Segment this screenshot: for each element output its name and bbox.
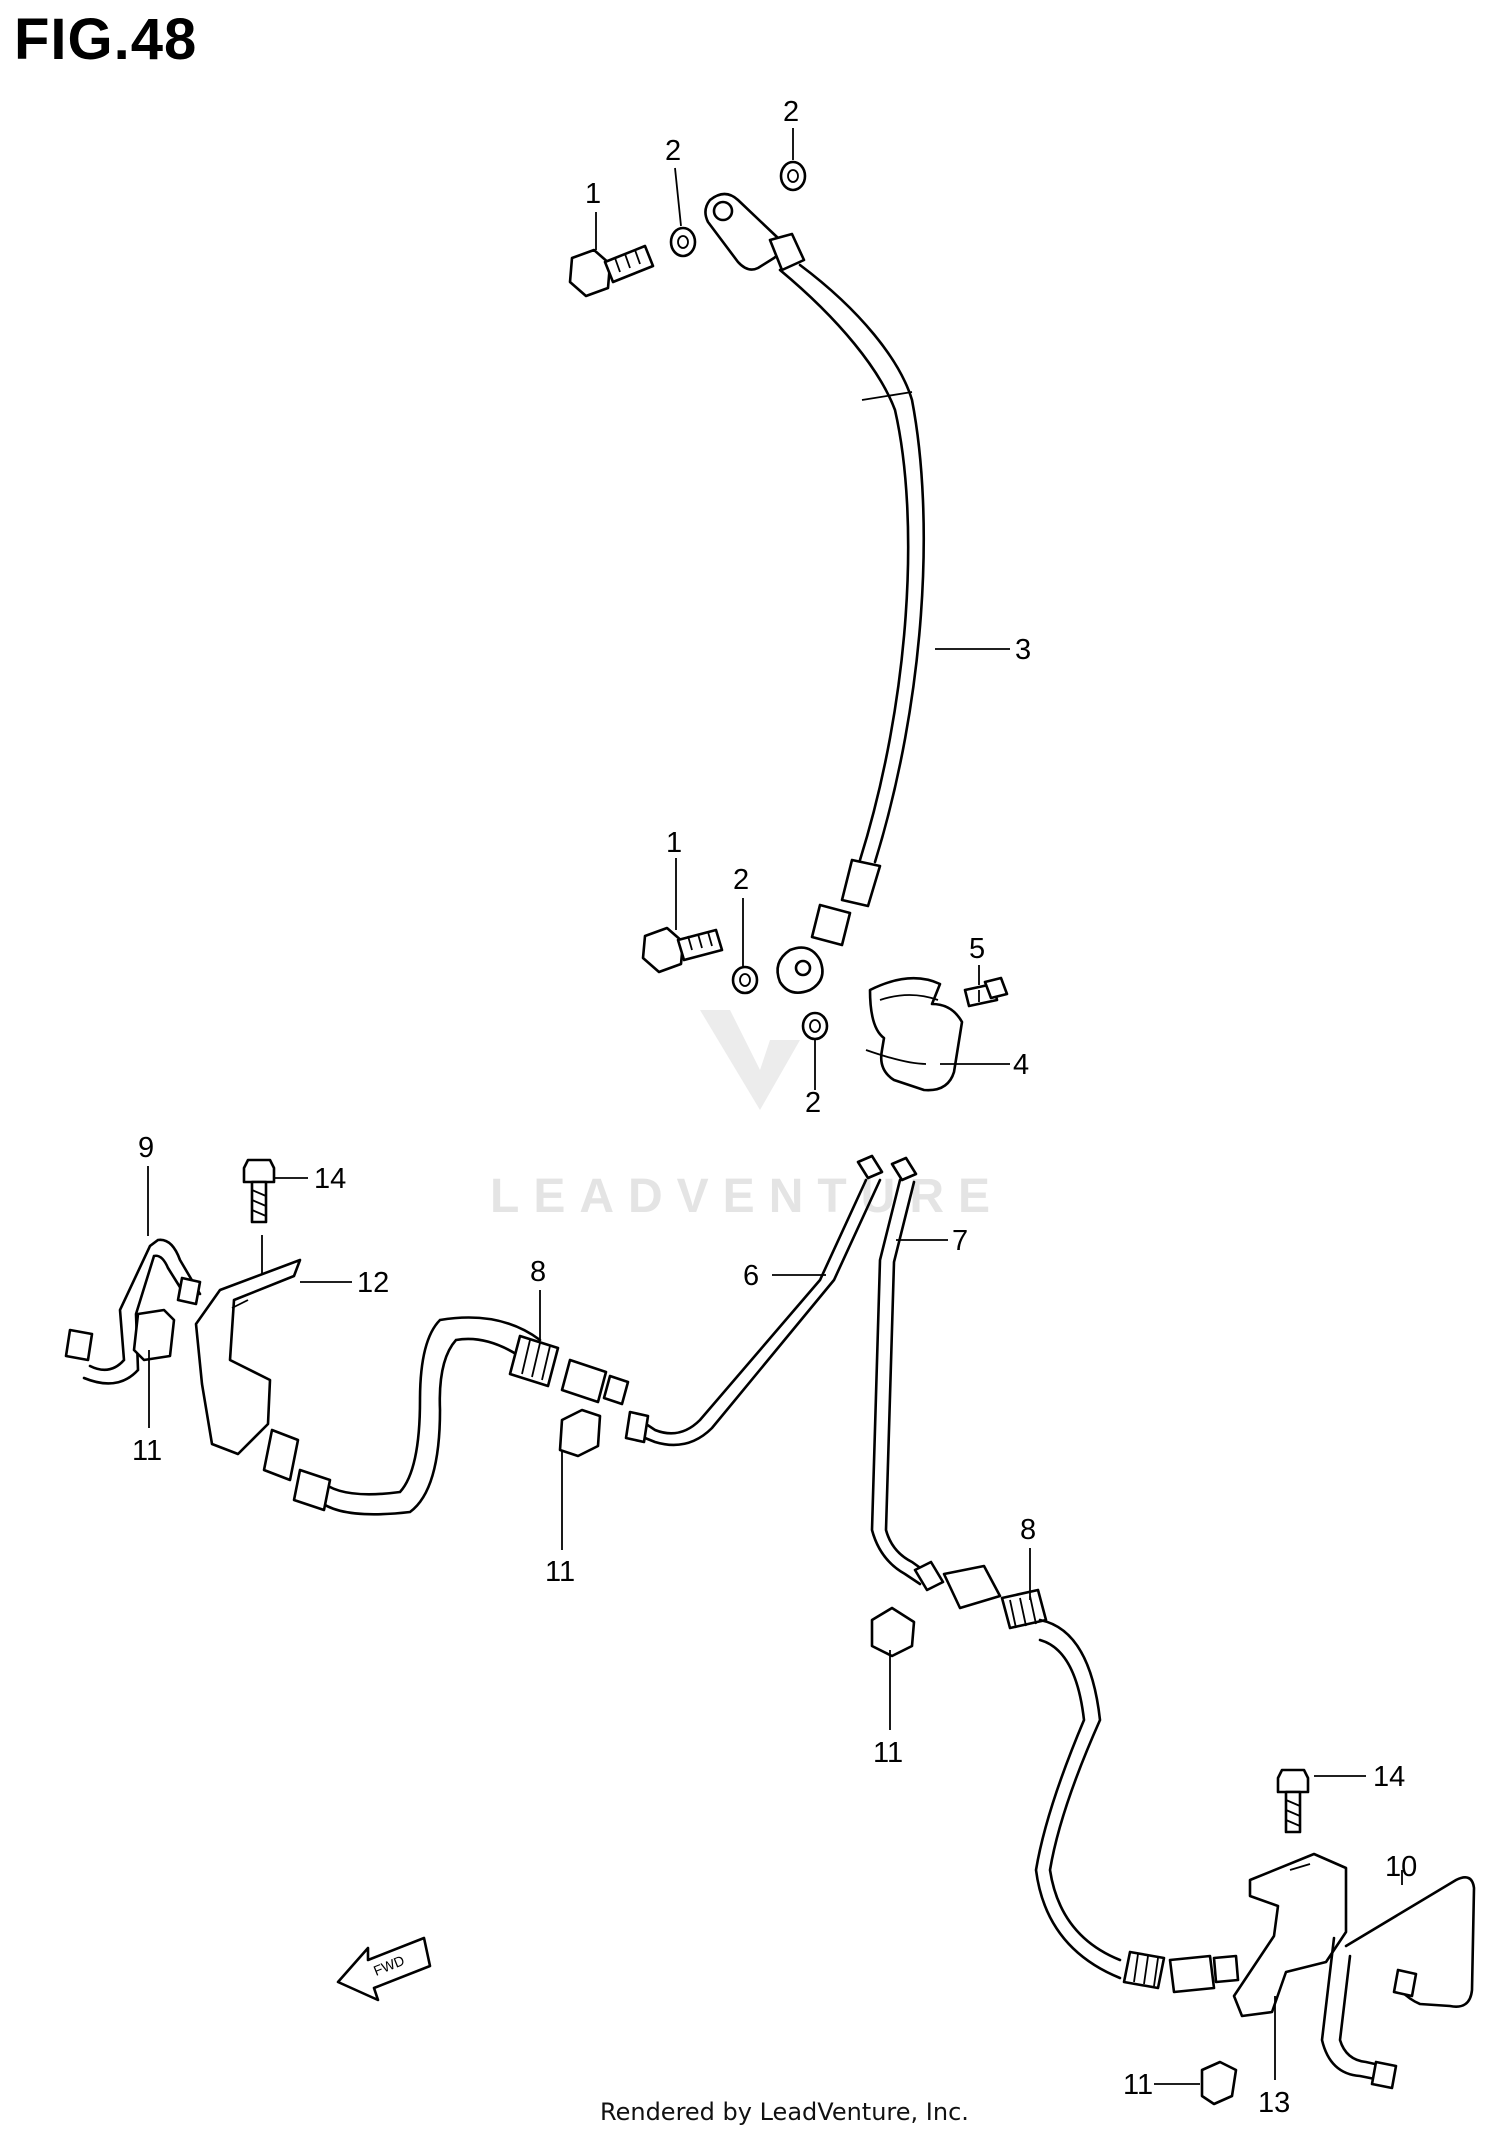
brake-pipe-10 (1320, 1876, 1476, 2090)
callout-6: 6 (743, 1260, 759, 1292)
washer-mid-1 (731, 965, 759, 995)
washer-top-1 (669, 226, 697, 258)
banjo-bolt-upper (568, 244, 655, 298)
callout-9: 9 (138, 1132, 154, 1164)
callout-2: 2 (783, 96, 799, 128)
callout-11: 11 (1123, 2069, 1153, 2101)
callout-numbers: 1 2 2 3 1 2 5 2 4 9 14 12 8 6 7 11 11 8 … (132, 96, 1417, 2119)
bolt-14-right (1276, 1768, 1310, 1834)
callout-8: 8 (1020, 1514, 1036, 1546)
brake-pipe-7 (870, 1156, 945, 1592)
callout-8: 8 (530, 1256, 546, 1288)
brake-pipe-9 (64, 1238, 202, 1385)
leader-lines (147, 128, 1403, 2085)
callout-14: 14 (314, 1163, 346, 1195)
bolt-14-left (242, 1158, 276, 1224)
callout-13: 13 (1258, 2087, 1290, 2119)
brake-hose-upper (704, 192, 926, 994)
callout-11: 11 (545, 1556, 575, 1588)
callout-5: 5 (969, 933, 985, 965)
callout-4: 4 (1013, 1049, 1029, 1081)
brake-hose-right (942, 1564, 1240, 1994)
bracket-12 (194, 1258, 302, 1456)
hose-joint-4 (865, 976, 964, 1092)
callout-3: 3 (1015, 634, 1031, 666)
callout-10: 10 (1385, 1851, 1417, 1883)
callout-2: 2 (733, 864, 749, 896)
bolt-5 (963, 976, 1009, 1008)
clip-11-center (558, 1408, 602, 1458)
render-credit: Rendered by LeadVenture, Inc. (600, 2098, 969, 2126)
callout-14: 14 (1373, 1761, 1405, 1793)
callout-1: 1 (666, 827, 682, 859)
clip-11-bottom (1200, 2060, 1238, 2106)
callout-11: 11 (132, 1435, 162, 1467)
banjo-bolt-lower (641, 926, 724, 974)
brake-pipe-6 (624, 1154, 884, 1447)
washer-top-2 (779, 160, 807, 192)
callout-2: 2 (665, 135, 681, 167)
brake-hose-left (262, 1316, 630, 1516)
forward-direction-arrow: FWD (336, 1936, 432, 2002)
callout-11: 11 (873, 1737, 903, 1769)
watermark-text: LEADVENTURE (490, 1170, 1004, 1223)
clip-11-right (870, 1606, 916, 1658)
callout-2: 2 (805, 1087, 821, 1119)
callout-1: 1 (585, 178, 601, 210)
callout-7: 7 (952, 1225, 968, 1257)
washer-mid-2 (801, 1011, 829, 1041)
callout-12: 12 (357, 1267, 389, 1299)
bracket-13 (1232, 1852, 1348, 2018)
figure-title: FIG.48 (14, 7, 198, 72)
clip-11-left (132, 1308, 176, 1362)
